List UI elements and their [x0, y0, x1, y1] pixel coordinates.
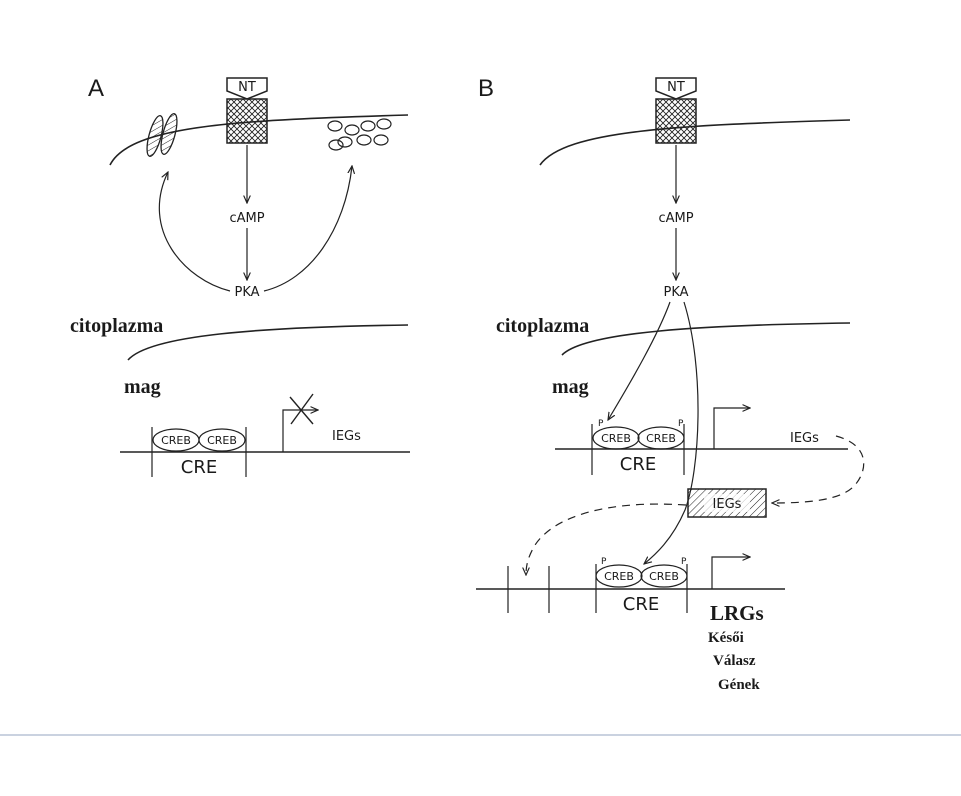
- tss-arrow-b1: [713, 408, 750, 449]
- tss-arrow-b2: [711, 557, 750, 589]
- iegs-protein-box-label-bg: [704, 494, 750, 512]
- cre-label-a: CRE: [181, 457, 217, 478]
- iegs-protein-label: IEGs: [713, 497, 742, 512]
- panel-a-nucleus: mag: [124, 376, 161, 398]
- panel-b-label: B: [478, 75, 494, 102]
- panel-a-nt-label: NT: [238, 80, 256, 95]
- tss-arrow-a: [282, 410, 318, 452]
- arrow-pka-to-vesicles: [263, 166, 352, 292]
- creb-label-b1: CREB: [601, 432, 631, 445]
- panel-b-nuclear-membrane: [561, 322, 851, 356]
- phospho-label-b2: P: [678, 419, 684, 429]
- late-label-1: Késői: [708, 630, 744, 646]
- panel-a: A NT cAMP PKA: [70, 75, 410, 478]
- panel-b-pka: PKA: [663, 285, 688, 300]
- cre-label-b2: CRE: [623, 594, 659, 615]
- lrgs-label: LRGs: [710, 601, 764, 625]
- iegs-label-a: IEGs: [332, 429, 361, 444]
- arrow-protein-to-site: [526, 503, 687, 575]
- creb-protein-b4: [640, 564, 688, 588]
- creb-protein-b2: [637, 426, 685, 450]
- phospho-label-b1: P: [598, 419, 604, 429]
- panel-a-label: A: [88, 75, 104, 102]
- creb-label-a1: CREB: [161, 434, 191, 447]
- panel-b-camp: cAMP: [658, 211, 693, 226]
- panel-b-nt-label: NT: [667, 80, 685, 95]
- panel-a-pka: PKA: [234, 285, 259, 300]
- creb-protein-b3: [595, 564, 643, 588]
- arrow-pka-to-creb-b1: [608, 301, 671, 420]
- arrow-iegs-to-protein: [772, 435, 865, 503]
- panel-a-camp: cAMP: [229, 211, 264, 226]
- creb-protein-a2: [198, 428, 246, 452]
- arrow-pka-to-channel: [158, 172, 231, 292]
- iegs-protein-box: [687, 488, 767, 518]
- ion-channel-icon: [146, 113, 178, 157]
- late-label-3: Gének: [718, 677, 760, 693]
- phospho-label-b4: P: [681, 557, 687, 567]
- creb-label-b2: CREB: [646, 432, 676, 445]
- vesicles-icon: [327, 118, 392, 151]
- phospho-label-b3: P: [601, 557, 607, 567]
- panel-b-nucleus: mag: [552, 376, 589, 398]
- panel-b: B NT cAMP PKA citoplazma mag CREB CREB P…: [476, 75, 865, 693]
- creb-label-b4: CREB: [649, 570, 679, 583]
- panel-b-cytoplasm: citoplazma: [496, 315, 589, 337]
- nt-receptor-icon: [655, 77, 697, 144]
- panel-a-membrane: [109, 114, 409, 166]
- nt-receptor-icon: [226, 77, 268, 144]
- panel-a-nuclear-membrane: [127, 324, 409, 361]
- iegs-label-b: IEGs: [790, 431, 819, 446]
- panel-a-cytoplasm: citoplazma: [70, 315, 163, 337]
- creb-label-b3: CREB: [604, 570, 634, 583]
- creb-protein-b1: [592, 426, 640, 450]
- blocked-cross-icon: [289, 393, 314, 425]
- panel-b-membrane: [539, 119, 851, 166]
- late-label-2: Válasz: [713, 653, 756, 669]
- creb-label-a2: CREB: [207, 434, 237, 447]
- cre-label-b1: CRE: [620, 454, 656, 475]
